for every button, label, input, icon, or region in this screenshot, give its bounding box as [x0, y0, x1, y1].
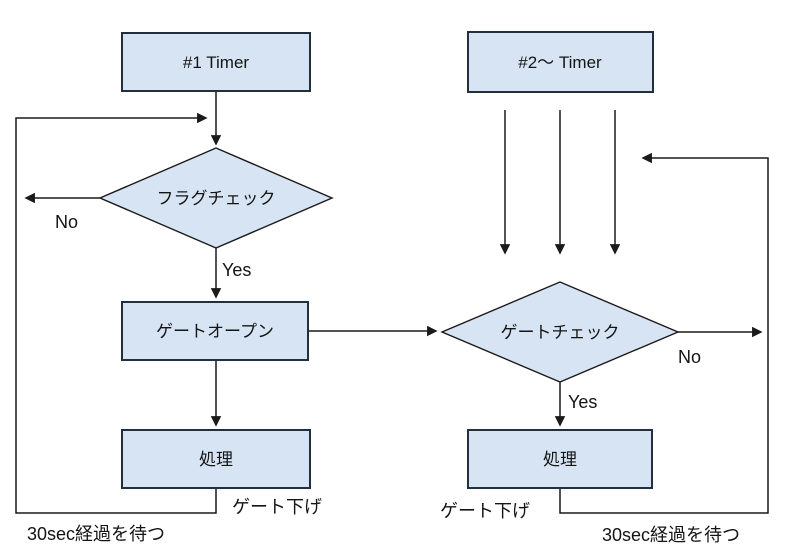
timer1-label: #1 Timer: [183, 53, 249, 72]
wait-30sec-right-label: 30sec経過を待つ: [602, 525, 740, 545]
node-timer2: #2〜 Timer: [467, 31, 654, 93]
gate-open-box: [121, 301, 309, 361]
process-left-label: 処理: [199, 450, 233, 469]
process-left-box: [121, 429, 311, 489]
timer2-box: [467, 31, 654, 93]
flag-check-yes-label: Yes: [222, 260, 251, 280]
wait-30sec-left-label: 30sec経過を待つ: [27, 524, 165, 544]
gate-down-left-label: ゲート下げ: [232, 497, 322, 517]
timer2-label: #2〜 Timer: [518, 53, 602, 72]
gate-down-right-label: ゲート下げ: [440, 501, 530, 521]
gate-check-label: ゲートチェック: [501, 323, 620, 342]
gate-check-no-label: No: [678, 347, 701, 367]
node-timer1: #1 Timer: [121, 32, 311, 92]
gate-open-label: ゲートオープン: [156, 322, 274, 341]
process-right-label: 処理: [543, 450, 577, 469]
node-process-right: 処理: [467, 429, 653, 489]
flag-check-diamond: [98, 147, 334, 249]
flag-check-no-label: No: [55, 212, 78, 232]
gate-check-yes-label: Yes: [568, 392, 597, 412]
flag-check-label: フラグチェック: [157, 189, 276, 208]
node-flag-check: フラグチェック: [98, 147, 334, 249]
node-gate-check: ゲートチェック: [440, 281, 680, 383]
edge-loopback-left: [15, 112, 217, 514]
gate-check-diamond: [440, 281, 680, 383]
process-right-box: [467, 429, 653, 489]
node-process-left: 処理: [121, 429, 311, 489]
node-gate-open: ゲートオープン: [121, 301, 309, 361]
timer1-box: [121, 32, 311, 92]
edge-loopback-right: [559, 152, 769, 514]
